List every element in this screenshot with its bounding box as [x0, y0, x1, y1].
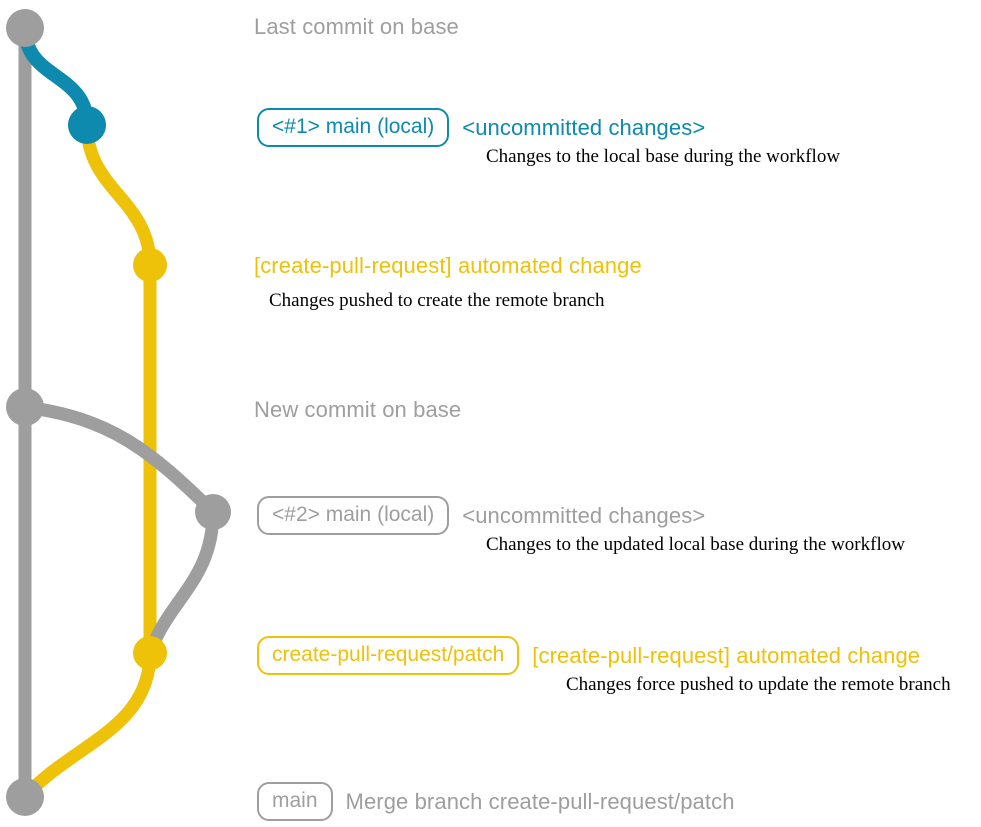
commit-subject: Last commit on base	[254, 14, 459, 39]
ref-badge-main-local-2[interactable]: <#2> main (local)	[257, 496, 450, 535]
commit-row-main-local-1: <#1> main (local) <uncommitted changes>	[257, 108, 705, 147]
commit-row-last-commit-on-base: Last commit on base	[254, 14, 459, 40]
ref-badge-main-local-1[interactable]: <#1> main (local)	[257, 108, 450, 147]
branch-line-patch-upper	[80, 118, 157, 272]
branch-line-local2-out	[18, 400, 220, 519]
commit-node-base-last[interactable]	[6, 9, 44, 47]
ref-badge-create-pull-request-patch[interactable]: create-pull-request/patch	[257, 636, 520, 675]
commit-subject: <uncommitted changes>	[462, 114, 706, 140]
commit-subject: [create-pull-request] automated change	[254, 253, 642, 278]
commit-note-patch-branch: Changes force pushed to update the remot…	[566, 674, 951, 695]
commit-row-patch-branch: create-pull-request/patch [create-pull-r…	[257, 636, 920, 675]
branch-line-patch-merge	[18, 646, 157, 804]
commit-node-patch-2[interactable]	[133, 636, 167, 670]
commit-node-local-2[interactable]	[195, 494, 231, 530]
commit-node-merge[interactable]	[6, 778, 44, 816]
commit-row-automated-change-1: [create-pull-request] automated change	[254, 253, 642, 279]
branch-line-local2-in	[143, 505, 220, 660]
commit-note-main-local-1: Changes to the local base during the wor…	[486, 146, 841, 167]
commit-note-main-local-2: Changes to the updated local base during…	[486, 534, 905, 555]
commit-row-main-local-2: <#2> main (local) <uncommitted changes>	[257, 496, 705, 535]
commit-subject: <uncommitted changes>	[462, 502, 706, 528]
commit-row-new-commit-on-base: New commit on base	[254, 397, 461, 423]
commit-row-merge-commit: main Merge branch create-pull-request/pa…	[257, 782, 735, 821]
commit-note-automated-change-1: Changes pushed to create the remote bran…	[269, 290, 605, 311]
commit-node-base-new[interactable]	[6, 388, 44, 426]
commit-subject: Merge branch create-pull-request/patch	[345, 788, 735, 814]
commit-subject: New commit on base	[254, 397, 462, 422]
commit-subject: [create-pull-request] automated change	[532, 642, 921, 668]
ref-badge-main[interactable]: main	[257, 782, 333, 821]
commit-node-local-1[interactable]	[68, 106, 106, 144]
commit-node-patch-1[interactable]	[133, 248, 167, 282]
